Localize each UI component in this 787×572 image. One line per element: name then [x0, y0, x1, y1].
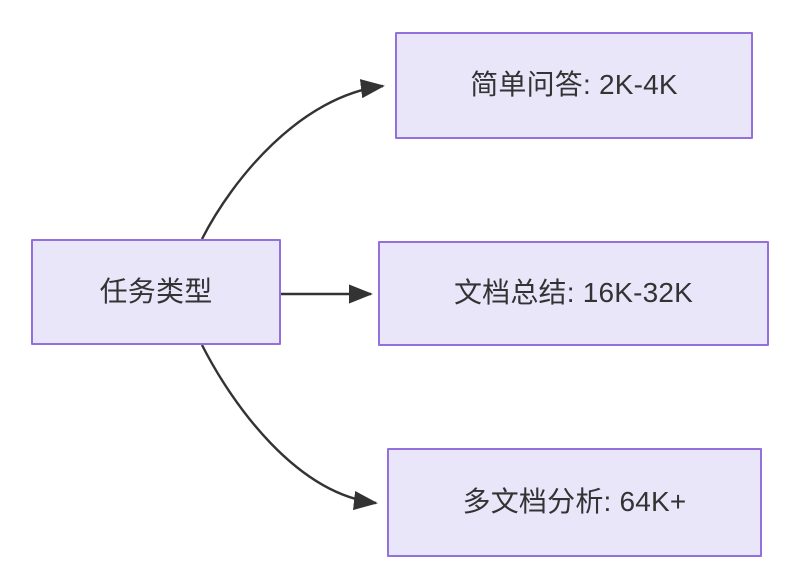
- node-simple-qa[interactable]: 简单问答: 2K-4K: [395, 32, 753, 139]
- node-label: 文档总结: 16K-32K: [453, 277, 694, 309]
- node-task-type[interactable]: 任务类型: [31, 239, 281, 345]
- node-label: 多文档分析: 64K+: [462, 486, 687, 518]
- edge-root-to-qa: [200, 79, 385, 240]
- node-multi-document-analysis[interactable]: 多文档分析: 64K+: [387, 448, 762, 557]
- edge-root-to-multidoc: [200, 344, 378, 511]
- node-label: 简单问答: 2K-4K: [470, 69, 678, 101]
- node-label: 任务类型: [99, 275, 213, 307]
- node-document-summary[interactable]: 文档总结: 16K-32K: [378, 241, 769, 346]
